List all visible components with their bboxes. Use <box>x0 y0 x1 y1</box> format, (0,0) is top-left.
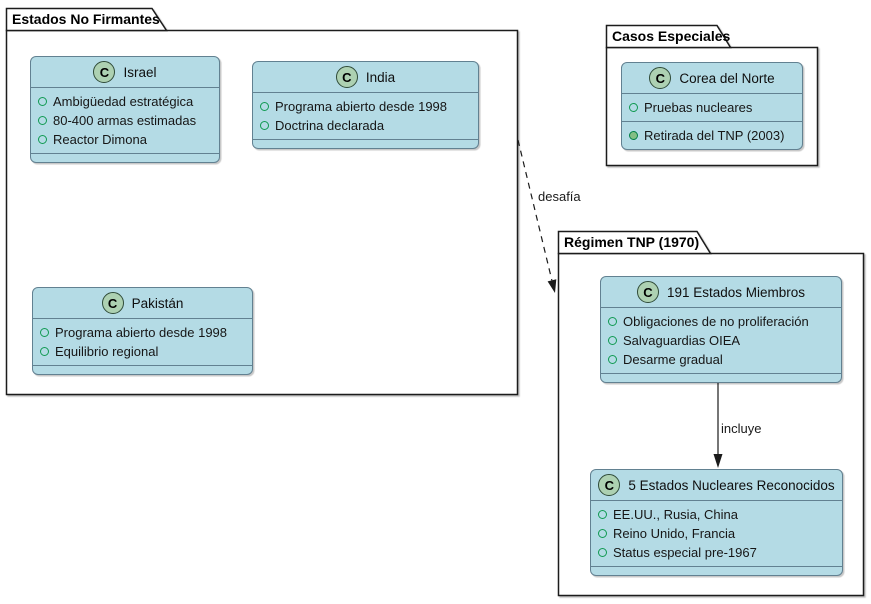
attribute-text: Salvaguardias OIEA <box>623 333 741 348</box>
class-icon: C <box>93 61 116 83</box>
attribute-row: Status especial pre-1967 <box>591 543 842 562</box>
class-name: Pakistán <box>131 295 184 311</box>
class-india: C India Programa abierto desde 1998 Doct… <box>252 61 479 149</box>
attribute-text: Doctrina declarada <box>275 118 385 133</box>
method-row: Retirada del TNP (2003) <box>622 126 802 145</box>
class-191-estados-miembros: C 191 Estados Miembros Obligaciones de n… <box>600 276 842 383</box>
attribute-text: Ambigüedad estratégica <box>53 94 194 109</box>
attribute-row: EE.UU., Rusia, China <box>591 505 842 524</box>
attribute-row: Programa abierto desde 1998 <box>253 97 478 116</box>
class-members191-header: C 191 Estados Miembros <box>601 277 841 308</box>
field-icon <box>40 347 49 356</box>
edge-incluye <box>713 383 723 468</box>
class-nuclear5-methods-compartment <box>591 566 842 575</box>
class-nuclear5-attributes: EE.UU., Rusia, China Reino Unido, Franci… <box>591 501 842 566</box>
package-title-tnp-regime: Régimen TNP (1970) <box>564 234 700 250</box>
class-india-methods-compartment <box>253 139 478 148</box>
field-icon <box>598 529 607 538</box>
class-icon: C <box>598 474 621 496</box>
attribute-text: Status especial pre-1967 <box>613 545 757 560</box>
attribute-text: Desarme gradual <box>623 352 723 367</box>
attribute-text: Pruebas nucleares <box>644 100 753 115</box>
class-north-korea: C Corea del Norte Pruebas nucleares Reti… <box>621 62 803 150</box>
package-non-signers-tab <box>5 7 168 32</box>
class-icon: C <box>335 66 358 88</box>
class-pakistan: C Pakistán Programa abierto desde 1998 E… <box>32 287 253 375</box>
attribute-row: Programa abierto desde 1998 <box>33 323 252 342</box>
class-5-estados-nucleares: C 5 Estados Nucleares Reconocidos EE.UU.… <box>590 469 843 576</box>
class-north-korea-header: C Corea del Norte <box>622 63 802 94</box>
attribute-row: Reino Unido, Francia <box>591 524 842 543</box>
edge-desafia-arrowhead <box>547 279 557 293</box>
class-israel-attributes: Ambigüedad estratégica 80-400 armas esti… <box>31 88 219 153</box>
class-pakistan-attributes: Programa abierto desde 1998 Equilibrio r… <box>33 319 252 365</box>
class-india-attributes: Programa abierto desde 1998 Doctrina dec… <box>253 93 478 139</box>
class-members191-methods-compartment <box>601 373 841 382</box>
attribute-text: EE.UU., Rusia, China <box>613 507 738 522</box>
class-icon: C <box>649 67 672 89</box>
field-icon <box>260 102 269 111</box>
class-israel-header: C Israel <box>31 57 219 88</box>
method-icon <box>629 131 638 140</box>
class-india-header: C India <box>253 62 478 93</box>
attribute-text: Programa abierto desde 1998 <box>275 99 448 114</box>
attribute-text: Obligaciones de no proliferación <box>623 314 809 329</box>
field-icon <box>608 355 617 364</box>
class-name: 191 Estados Miembros <box>666 284 806 300</box>
attribute-row: Salvaguardias OIEA <box>601 331 841 350</box>
attribute-row: Reactor Dimona <box>31 130 219 149</box>
package-special-cases-tab <box>605 24 732 49</box>
method-text: Retirada del TNP (2003) <box>644 128 785 143</box>
attribute-row: Ambigüedad estratégica <box>31 92 219 111</box>
class-israel: C Israel Ambigüedad estratégica 80-400 a… <box>30 56 220 163</box>
class-nuclear5-header: C 5 Estados Nucleares Reconocidos <box>591 470 842 501</box>
field-icon <box>598 548 607 557</box>
edge-incluye-arrowhead <box>713 454 723 468</box>
field-icon <box>40 328 49 337</box>
class-name: Israel <box>123 64 157 80</box>
attribute-row: Desarme gradual <box>601 350 841 369</box>
class-pakistan-header: C Pakistán <box>33 288 252 319</box>
class-north-korea-attributes: Pruebas nucleares <box>622 94 802 121</box>
edge-desafia-line <box>517 139 553 281</box>
class-israel-methods-compartment <box>31 153 219 162</box>
class-members191-attributes: Obligaciones de no proliferación Salvagu… <box>601 308 841 373</box>
attribute-row: 80-400 armas estimadas <box>31 111 219 130</box>
field-icon <box>598 510 607 519</box>
edge-desafia <box>517 139 557 293</box>
field-icon <box>38 97 47 106</box>
field-icon <box>608 336 617 345</box>
class-north-korea-methods: Retirada del TNP (2003) <box>622 121 802 149</box>
field-icon <box>629 103 638 112</box>
class-name: 5 Estados Nucleares Reconocidos <box>628 477 835 493</box>
class-icon: C <box>101 292 124 314</box>
package-title-special-cases: Casos Especiales <box>612 28 731 44</box>
attribute-row: Equilibrio regional <box>33 342 252 361</box>
attribute-text: Equilibrio regional <box>55 344 159 359</box>
attribute-row: Doctrina declarada <box>253 116 478 135</box>
class-name: Corea del Norte <box>679 70 775 86</box>
attribute-text: Reino Unido, Francia <box>613 526 736 541</box>
class-name: India <box>365 69 396 85</box>
class-icon: C <box>636 281 659 303</box>
attribute-text: Reactor Dimona <box>53 132 147 147</box>
field-icon <box>38 116 47 125</box>
attribute-row: Pruebas nucleares <box>622 98 802 117</box>
package-title-non-signers: Estados No Firmantes <box>12 11 160 27</box>
package-tnp-regime-tab <box>557 230 712 255</box>
edge-label-desafia: desafía <box>538 189 581 204</box>
field-icon <box>260 121 269 130</box>
field-icon <box>38 135 47 144</box>
class-pakistan-methods-compartment <box>33 365 252 374</box>
attribute-text: Programa abierto desde 1998 <box>55 325 228 340</box>
attribute-row: Obligaciones de no proliferación <box>601 312 841 331</box>
edge-label-incluye: incluye <box>721 421 762 436</box>
attribute-text: 80-400 armas estimadas <box>53 113 197 128</box>
field-icon <box>608 317 617 326</box>
